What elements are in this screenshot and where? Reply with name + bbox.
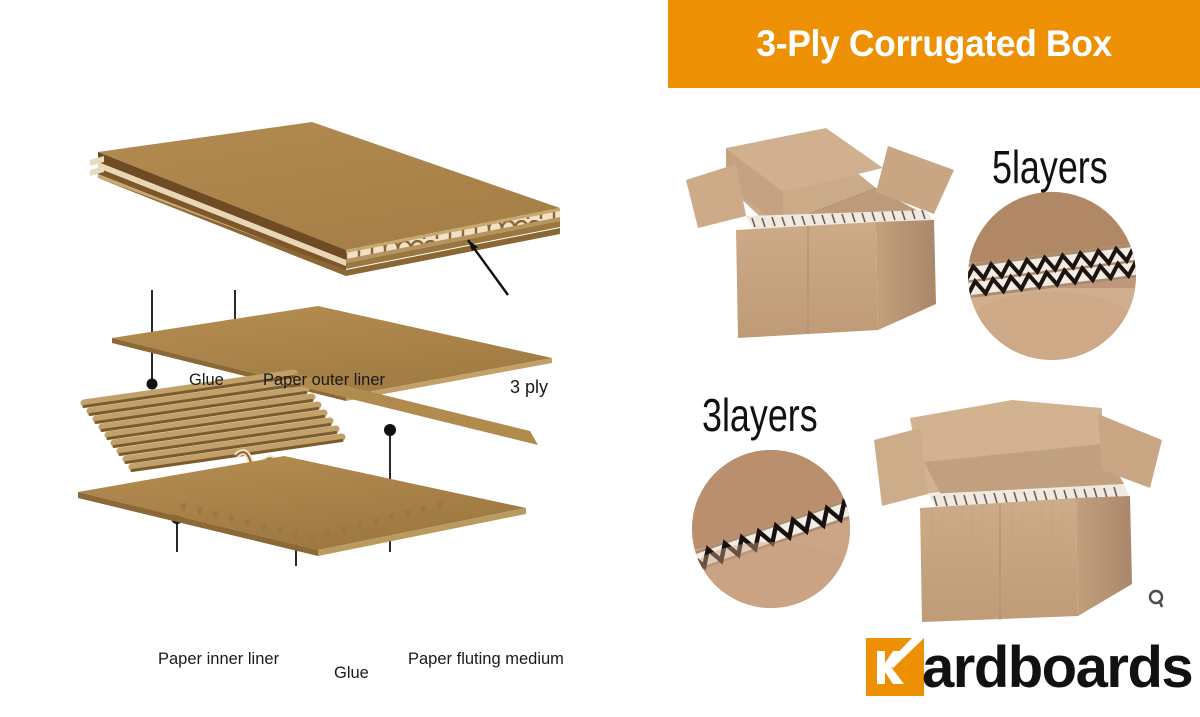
magnifier-icon xyxy=(1148,589,1164,608)
label-paper-outer-liner: Paper outer liner xyxy=(263,371,385,389)
inner-liner-sheet xyxy=(78,456,526,556)
diagram-svg xyxy=(78,122,560,566)
label-5layers: 5layers xyxy=(992,141,1108,193)
three-ply-arrow xyxy=(467,239,509,296)
corrugated-board-diagram: Glue Paper outer liner 3 ply Paper inner… xyxy=(60,100,620,682)
photo-open-box-bottom xyxy=(862,378,1174,626)
label-three-ply: 3 ply xyxy=(510,377,549,397)
brand-logo[interactable]: ardboards xyxy=(866,635,1194,700)
label-glue-bottom: Glue xyxy=(334,664,369,682)
page-title: 3-Ply Corrugated Box xyxy=(756,23,1112,64)
magnifier-watermark xyxy=(1142,582,1172,616)
title-banner: 3-Ply Corrugated Box xyxy=(668,0,1200,88)
detail-5layers-svg xyxy=(968,192,1136,360)
kardboards-k-mark-icon xyxy=(866,638,924,696)
photo-detail-5layers xyxy=(968,192,1136,360)
open-box-bottom-svg xyxy=(874,400,1162,622)
label-paper-fluting-medium: Paper fluting medium xyxy=(408,650,564,668)
assembled-board xyxy=(90,122,560,276)
label-glue-top: Glue xyxy=(189,371,224,389)
detail-3layers-svg xyxy=(692,450,850,608)
open-box-top-svg xyxy=(686,128,954,338)
fluting-medium-sheet xyxy=(80,369,538,495)
label-3layers: 3layers xyxy=(702,389,818,441)
photo-open-box-top xyxy=(676,118,982,342)
photo-detail-3layers xyxy=(692,450,850,608)
brand-logo-text: ardboards xyxy=(922,635,1194,700)
flute-profile-edge xyxy=(294,373,538,445)
label-paper-inner-liner: Paper inner liner xyxy=(158,650,280,668)
